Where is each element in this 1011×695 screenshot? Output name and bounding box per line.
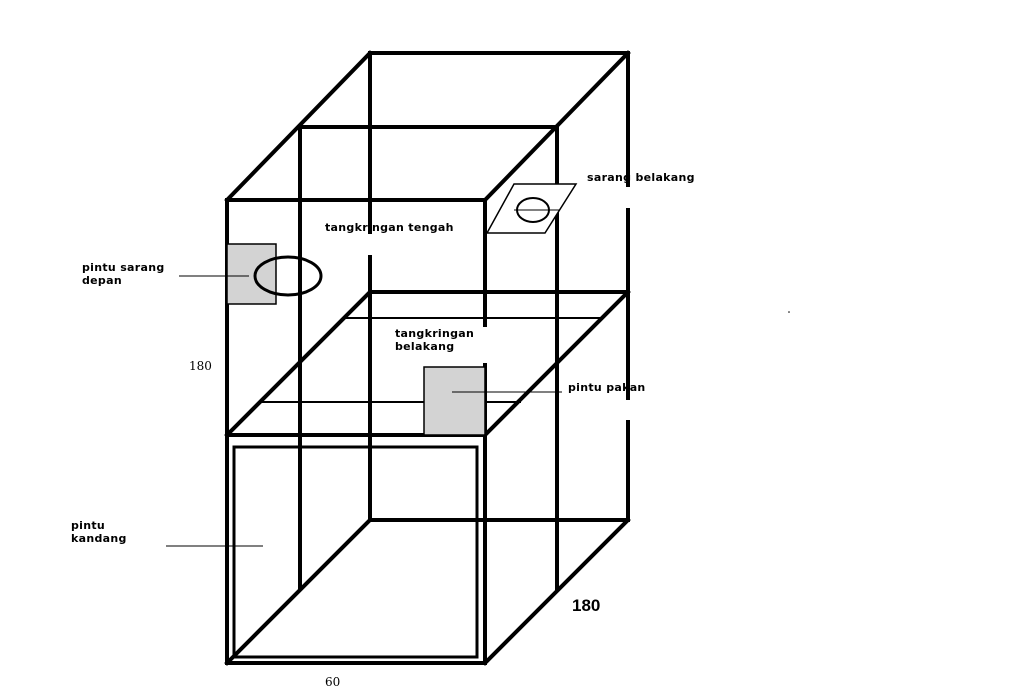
stray-dot <box>788 311 790 313</box>
label-pintu-pakan: pintu pakan <box>568 381 646 394</box>
floor-left-diagonal <box>224 289 373 438</box>
feed-door <box>423 366 486 436</box>
label-tangkringan-belakang-line1: tangkringan <box>395 327 474 340</box>
cage-door <box>232 445 479 659</box>
label-sarang-belakang: sarang belakang <box>587 171 695 184</box>
floor-right-diagonal <box>482 289 631 438</box>
label-pintu-sarang-line1: pintu sarang <box>82 261 165 274</box>
depth-edges <box>224 50 631 666</box>
dimension-height: 180 <box>189 359 212 373</box>
back-frame <box>368 51 630 522</box>
front-nest-hole <box>253 255 323 297</box>
dimension-width: 60 <box>325 675 340 689</box>
label-pintu-kandang-line2: kandang <box>71 532 127 545</box>
top-left-diagonal <box>224 50 373 203</box>
pointer-lines <box>166 209 562 547</box>
front-nest-door <box>226 243 277 305</box>
bottom-left-diagonal <box>224 517 373 666</box>
back-nest-box <box>485 183 578 234</box>
label-pintu-sarang-line2: depan <box>82 274 122 287</box>
label-tangkringan-tengah: tangkringan tengah <box>325 221 454 234</box>
label-tangkringan-belakang-line2: belakang <box>395 340 454 353</box>
top-right-diagonal <box>482 50 631 203</box>
label-pintu-kandang-line1: pintu <box>71 519 105 532</box>
bottom-right-diagonal <box>482 517 631 666</box>
dimension-depth: 180 <box>572 596 600 615</box>
